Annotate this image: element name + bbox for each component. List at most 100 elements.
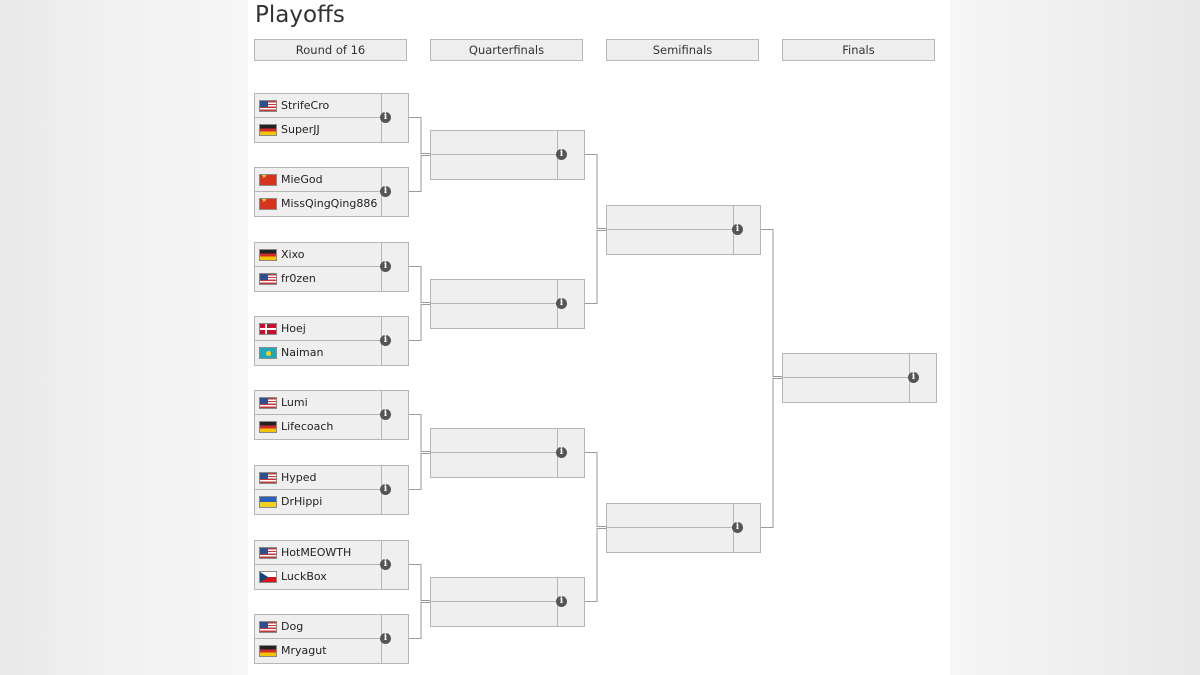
sf-match-2[interactable]: i <box>606 503 761 553</box>
qf-match-4[interactable]: i <box>430 577 585 627</box>
connector-line <box>409 266 430 303</box>
qf-match-1[interactable]: i <box>430 130 585 180</box>
flag-de-icon <box>259 124 277 136</box>
info-icon[interactable]: i <box>380 261 391 272</box>
player-slot[interactable] <box>607 504 733 528</box>
player-name: StrifeCro <box>281 99 330 112</box>
player-slot[interactable] <box>431 155 557 179</box>
info-icon[interactable]: i <box>380 484 391 495</box>
info-icon[interactable]: i <box>556 149 567 160</box>
bracket-connectors <box>409 117 782 639</box>
info-icon[interactable]: i <box>380 112 391 123</box>
flag-kz-icon <box>259 347 277 359</box>
player-slot[interactable]: fr0zen <box>255 267 381 291</box>
connector-line <box>409 453 430 490</box>
flag-us-icon <box>259 273 277 285</box>
player-slot[interactable]: Lifecoach <box>255 415 381 439</box>
round-header-quarterfinals[interactable]: Quarterfinals <box>430 39 583 61</box>
connector-line <box>409 602 430 639</box>
flag-de-icon <box>259 645 277 657</box>
player-slot[interactable] <box>431 429 557 453</box>
player-name: MissQingQing886 <box>281 197 378 210</box>
player-name: MieGod <box>281 173 323 186</box>
qf-match-2[interactable]: i <box>430 279 585 329</box>
player-slot[interactable]: HotMEOWTH <box>255 541 381 565</box>
page-title: Playoffs <box>255 2 345 28</box>
info-icon[interactable]: i <box>380 409 391 420</box>
r16-match-2[interactable]: MieGodMissQingQing886i <box>254 167 409 217</box>
player-name: DrHippi <box>281 495 323 508</box>
playoffs-panel: Playoffs Round of 16 Quarterfinals Semif… <box>248 0 950 675</box>
flag-de-icon <box>259 421 277 433</box>
info-icon[interactable]: i <box>556 447 567 458</box>
player-slot[interactable] <box>431 602 557 626</box>
player-slot[interactable]: SuperJJ <box>255 118 381 142</box>
sf-match-1[interactable]: i <box>606 205 761 255</box>
player-name: Dog <box>281 620 304 633</box>
player-slot[interactable]: Dog <box>255 615 381 639</box>
player-slot[interactable] <box>431 280 557 304</box>
player-slot[interactable] <box>607 206 733 230</box>
player-name: SuperJJ <box>281 123 320 136</box>
player-slot[interactable]: StrifeCro <box>255 94 381 118</box>
connector-line <box>761 378 782 528</box>
player-slot[interactable]: Lumi <box>255 391 381 415</box>
connector-line <box>585 452 606 527</box>
player-slot[interactable]: MieGod <box>255 168 381 192</box>
player-name: Mryagut <box>281 644 327 657</box>
flag-us-icon <box>259 472 277 484</box>
player-slot[interactable] <box>431 578 557 602</box>
player-slot[interactable]: Mryagut <box>255 639 381 663</box>
player-slot[interactable] <box>431 453 557 477</box>
player-slot[interactable] <box>431 304 557 328</box>
player-slot[interactable] <box>607 528 733 552</box>
info-icon[interactable]: i <box>908 372 919 383</box>
player-slot[interactable] <box>783 378 909 402</box>
info-icon[interactable]: i <box>380 559 391 570</box>
player-slot[interactable] <box>607 230 733 254</box>
player-slot[interactable]: Naiman <box>255 341 381 365</box>
player-slot[interactable] <box>783 354 909 378</box>
player-name: Lifecoach <box>281 420 334 433</box>
round-header-finals[interactable]: Finals <box>782 39 935 61</box>
player-name: Naiman <box>281 346 324 359</box>
r16-match-3[interactable]: Xixo fr0zen i <box>254 242 409 292</box>
player-slot[interactable]: LuckBox <box>255 565 381 589</box>
player-name: Hyped <box>281 471 317 484</box>
flag-us-icon <box>259 100 277 112</box>
info-icon[interactable]: i <box>380 633 391 644</box>
flag-us-icon <box>259 621 277 633</box>
final-match-1[interactable]: i <box>782 353 937 403</box>
player-slot[interactable] <box>431 131 557 155</box>
player-slot[interactable]: MissQingQing886 <box>255 192 381 216</box>
info-icon[interactable]: i <box>556 596 567 607</box>
flag-de-icon <box>259 249 277 261</box>
flag-cz-icon <box>259 571 277 583</box>
connector-line <box>409 564 430 601</box>
info-icon[interactable]: i <box>556 298 567 309</box>
info-icon[interactable]: i <box>380 335 391 346</box>
round-header-round-of-16[interactable]: Round of 16 <box>254 39 407 61</box>
player-slot[interactable]: Hyped <box>255 466 381 490</box>
player-slot[interactable]: DrHippi <box>255 490 381 514</box>
player-slot[interactable]: Hoej <box>255 317 381 341</box>
player-name: LuckBox <box>281 570 327 583</box>
connector-line <box>761 229 782 377</box>
player-slot[interactable]: Xixo <box>255 243 381 267</box>
flag-us-icon <box>259 547 277 559</box>
info-icon[interactable]: i <box>732 522 743 533</box>
player-name: Xixo <box>281 248 305 261</box>
connector-line <box>409 117 430 154</box>
r16-match-7[interactable]: HotMEOWTH LuckBox i <box>254 540 409 590</box>
round-header-semifinals[interactable]: Semifinals <box>606 39 759 61</box>
info-icon[interactable]: i <box>380 186 391 197</box>
qf-match-3[interactable]: i <box>430 428 585 478</box>
player-name: fr0zen <box>281 272 316 285</box>
info-icon[interactable]: i <box>732 224 743 235</box>
connector-line <box>409 414 430 452</box>
